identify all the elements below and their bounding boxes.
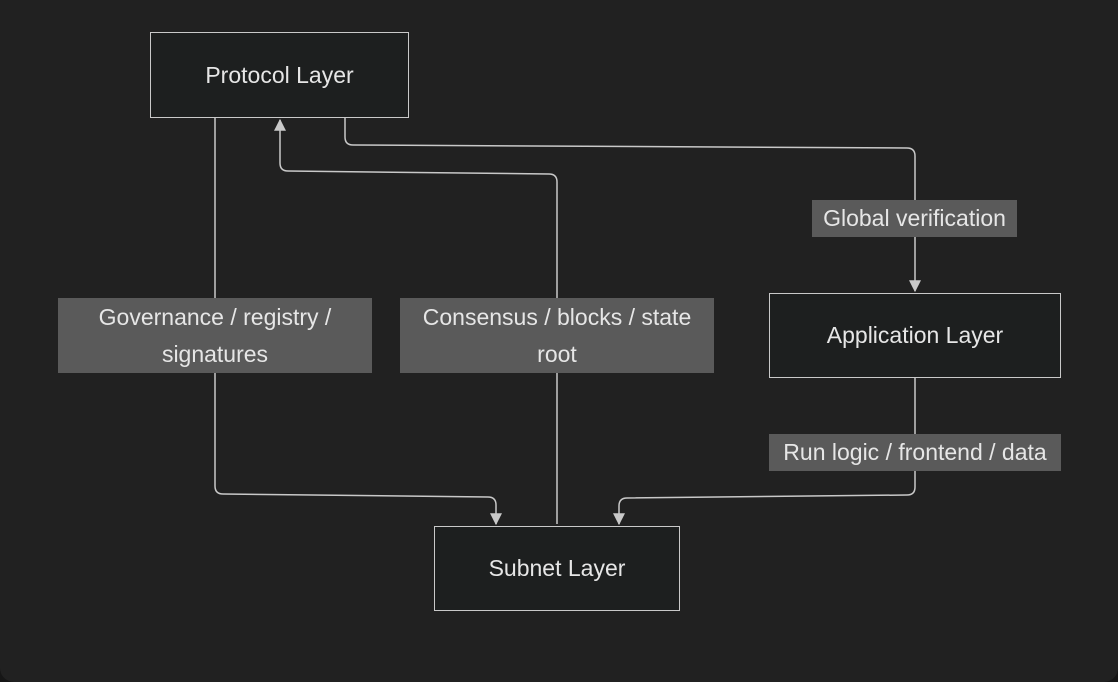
- application-layer-node[interactable]: Application Layer: [769, 293, 1061, 378]
- consensus-label: Consensus / blocks / state root: [400, 298, 714, 373]
- governance-label: Governance / registry / signatures: [58, 298, 372, 373]
- subnet-layer-label: Subnet Layer: [488, 555, 626, 581]
- protocol-layer-node[interactable]: Protocol Layer: [150, 32, 409, 118]
- global-verification-label: Global verification: [812, 200, 1017, 237]
- edge-protocol-to-application: [344, 118, 921, 293]
- run-logic-label: Run logic / frontend / data: [769, 434, 1061, 471]
- edge-application-to-subnet: [613, 378, 916, 526]
- edge-subnet-to-protocol: [274, 118, 558, 524]
- subnet-layer-node[interactable]: Subnet Layer: [434, 526, 680, 611]
- application-layer-label: Application Layer: [826, 322, 1004, 348]
- protocol-layer-label: Protocol Layer: [205, 61, 354, 88]
- edge-protocol-to-subnet: [214, 118, 502, 526]
